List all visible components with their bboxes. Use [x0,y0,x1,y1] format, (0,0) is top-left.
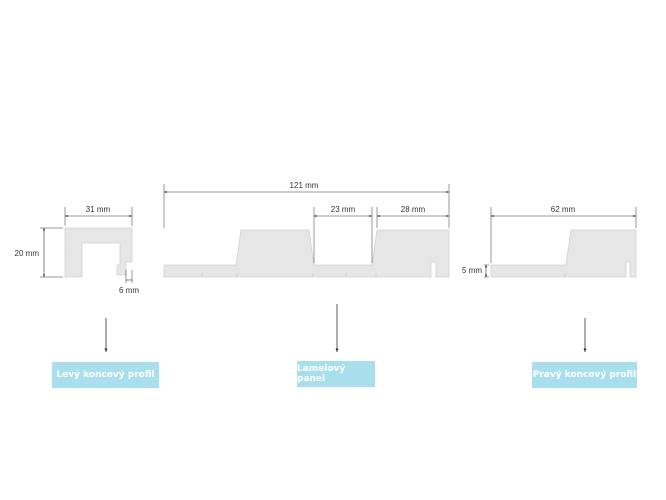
dim-left-gap: 6 mm [119,286,139,295]
right-profile-shape [490,229,637,278]
dim-left-height: 20 mm [15,249,40,258]
dim-panel-total: 121 mm [290,181,319,190]
panel-shape [163,229,450,278]
dim-right-width: 62 mm [551,205,576,214]
label-left-end-profile: Levý koncový profil [52,362,159,388]
label-lamella-panel: Lamelový panel [297,361,375,387]
left-profile-shape [64,227,133,278]
dim-right-base: 5 mm [462,266,482,275]
label-right-end-profile: Pravý koncový profil [532,362,637,388]
right-end-profile: 62 mm 5 mm [462,205,637,278]
dim-panel-gap: 23 mm [331,205,356,214]
dim-left-width: 31 mm [86,205,111,214]
lamella-panel: 121 mm 23 mm 28 mm [163,181,450,278]
left-end-profile: 31 mm 20 mm 6 mm [15,205,140,295]
dim-panel-raised: 28 mm [401,205,426,214]
